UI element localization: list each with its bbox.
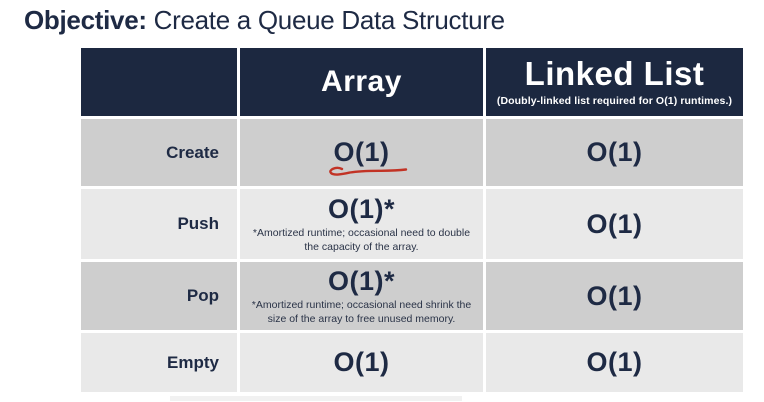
header-cell-array: Array xyxy=(240,48,483,116)
pop-linked-list-value: O(1) xyxy=(586,280,643,311)
column-header-linked-list-subtitle: (Doubly-linked list required for O(1) ru… xyxy=(496,94,733,107)
pop-array-value: O(1)* xyxy=(327,265,395,296)
empty-array-value: O(1) xyxy=(333,347,390,377)
cell-empty-array: O(1) xyxy=(240,333,483,392)
row-label-create: Create xyxy=(81,119,237,186)
cell-pop-array: O(1)* *Amortized runtime; occasional nee… xyxy=(240,262,483,330)
push-array-value: O(1)* xyxy=(327,193,395,224)
push-linked-list-value: O(1) xyxy=(586,208,643,239)
pop-array-footnote: *Amortized runtime; occasional need shri… xyxy=(251,298,472,325)
push-array-footnote: *Amortized runtime; occasional need to d… xyxy=(252,226,471,253)
page-title-keyword: Objective: xyxy=(24,5,147,35)
next-row-remnant xyxy=(170,396,462,401)
cell-push-linked-list: O(1) xyxy=(486,189,743,259)
header-cell-operations xyxy=(81,48,237,116)
empty-linked-list-value: O(1) xyxy=(586,347,643,377)
row-label-push: Push xyxy=(81,189,237,259)
cell-create-linked-list: O(1) xyxy=(486,119,743,186)
cell-push-array: O(1)* *Amortized runtime; occasional nee… xyxy=(240,189,483,259)
column-header-linked-list: Linked List xyxy=(524,55,705,93)
cell-pop-linked-list: O(1) xyxy=(486,262,743,330)
runtime-comparison-table: Array Linked List (Doubly-linked list re… xyxy=(81,48,743,392)
header-cell-linked-list: Linked List (Doubly-linked list required… xyxy=(486,48,743,116)
cell-create-array: O(1) xyxy=(240,119,483,186)
column-header-array: Array xyxy=(321,65,402,98)
page-title: Objective: Create a Queue Data Structure xyxy=(24,5,505,36)
page-title-text: Create a Queue Data Structure xyxy=(146,5,505,35)
cell-empty-linked-list: O(1) xyxy=(486,333,743,392)
row-label-empty: Empty xyxy=(81,333,237,392)
row-label-pop: Pop xyxy=(81,262,237,330)
create-array-value: O(1) xyxy=(333,137,390,167)
create-linked-list-value: O(1) xyxy=(586,137,643,167)
